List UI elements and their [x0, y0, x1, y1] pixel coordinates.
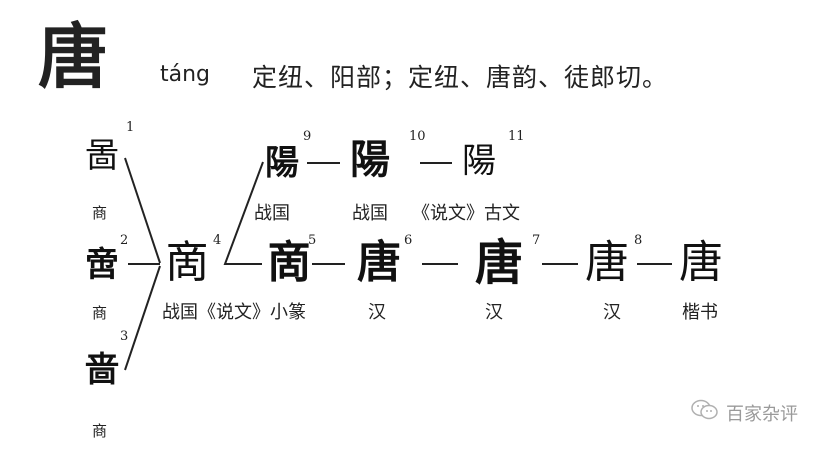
main-form-kaishu: 唐 [679, 237, 723, 288]
form-number: 4 [213, 233, 222, 248]
form-number: 10 [409, 129, 426, 144]
main-form-4: 啇 [165, 237, 209, 288]
wechat-icon [690, 398, 720, 427]
watermark-text: 百家杂评 [726, 403, 798, 425]
period-label: 《说文》古文 [412, 203, 520, 224]
period-label: 商 [92, 204, 108, 222]
form-number: 1 [126, 120, 135, 135]
form-number: 9 [303, 129, 312, 144]
phonology-note: 定纽、阳部；定纽、唐韵、徒郎切。 [252, 63, 669, 92]
period-label: 汉 [368, 302, 386, 323]
period-label: 商 [92, 304, 108, 322]
headword: 唐 [38, 15, 108, 98]
oracle-form-2: 啻 [85, 245, 119, 285]
upper-form-9: 陽 [265, 143, 299, 183]
form-number: 7 [532, 233, 541, 248]
upper-form-11: 陽 [462, 141, 496, 181]
period-label: 汉 [485, 302, 503, 323]
form-number: 2 [120, 233, 129, 248]
oracle-form-3: 啬 [85, 350, 119, 390]
main-form-7: 唐 [474, 235, 523, 291]
period-label: 战国 [254, 203, 290, 224]
watermark: 百家杂评 [690, 398, 798, 427]
period-label: 战国 [352, 203, 388, 224]
main-form-5: 啇 [267, 237, 311, 288]
form-number: 11 [508, 129, 525, 144]
form-number: 3 [120, 329, 129, 344]
form-number: 6 [404, 233, 413, 248]
period-label: 战国《说文》小篆 [162, 302, 306, 323]
main-form-6: 唐 [357, 237, 401, 288]
period-label: 楷书 [682, 302, 718, 323]
upper-form-10: 陽 [350, 136, 390, 183]
form-number: 8 [634, 233, 643, 248]
period-label: 汉 [603, 302, 621, 323]
pinyin: táng [160, 62, 211, 87]
form-number: 5 [308, 233, 317, 248]
period-label: 商 [92, 422, 108, 440]
main-form-8: 唐 [585, 237, 629, 288]
oracle-form-1: 啚 [85, 136, 119, 176]
